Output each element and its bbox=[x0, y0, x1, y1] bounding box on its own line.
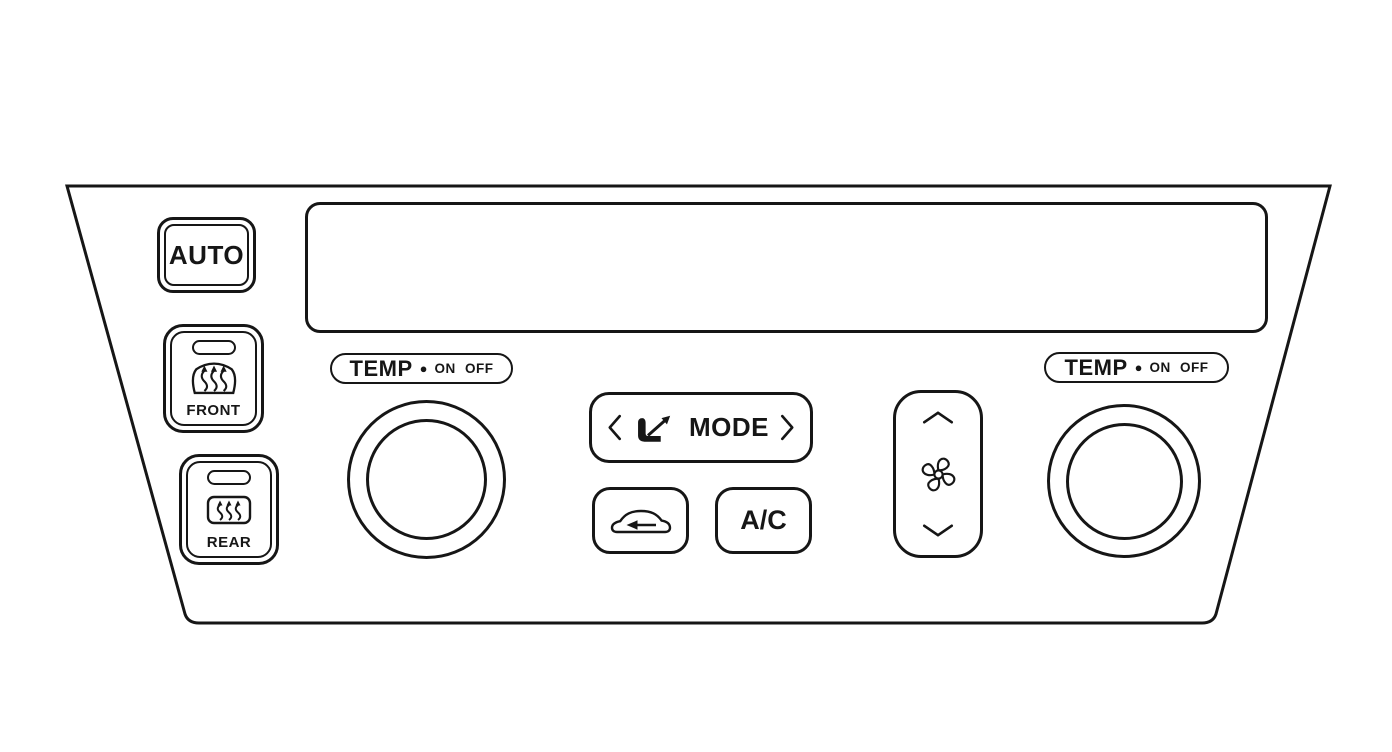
temp-knob-right[interactable] bbox=[1047, 404, 1201, 558]
mode-button[interactable]: MODE bbox=[589, 392, 813, 463]
front-button-label: FRONT bbox=[186, 402, 241, 419]
temp-label-right: TEMP ● ON OFF bbox=[1044, 352, 1229, 383]
rear-defrost-icon bbox=[206, 495, 252, 524]
front-defrost-icon bbox=[191, 362, 236, 395]
chevron-down-icon bbox=[922, 524, 954, 537]
fan-icon bbox=[921, 457, 955, 491]
temp-left-onoff-text: ON OFF bbox=[434, 361, 494, 376]
front-indicator-light bbox=[191, 340, 236, 355]
temp-knob-left-inner-ring bbox=[366, 419, 487, 540]
mode-button-label: MODE bbox=[689, 412, 769, 442]
recirculation-button[interactable] bbox=[592, 487, 689, 554]
chevron-up-icon bbox=[922, 411, 954, 424]
recirculation-car-icon bbox=[610, 509, 671, 534]
front-defrost-button[interactable]: FRONT bbox=[163, 324, 264, 433]
auto-button-face: AUTO bbox=[164, 224, 249, 286]
chevron-left-icon bbox=[608, 414, 622, 441]
temp-left-indicator-dot: ● bbox=[419, 361, 428, 376]
rear-defrost-button-face: REAR bbox=[186, 461, 272, 558]
fan-speed-control[interactable] bbox=[893, 390, 983, 558]
rear-button-label: REAR bbox=[206, 534, 252, 551]
rear-defrost-button[interactable]: REAR bbox=[179, 454, 279, 565]
temp-knob-left[interactable] bbox=[347, 400, 506, 559]
rear-indicator-light bbox=[207, 470, 251, 485]
temp-right-text: TEMP bbox=[1064, 354, 1128, 380]
fan-up-button[interactable] bbox=[896, 409, 980, 426]
temp-left-text: TEMP bbox=[349, 355, 413, 381]
auto-button-label: AUTO bbox=[168, 239, 245, 270]
ac-button-label: A/C bbox=[740, 505, 787, 535]
ac-button[interactable]: A/C bbox=[715, 487, 812, 554]
temp-right-indicator-dot: ● bbox=[1134, 360, 1143, 375]
fan-down-button[interactable] bbox=[896, 522, 980, 539]
chevron-right-icon bbox=[780, 414, 794, 441]
temp-knob-right-inner-ring bbox=[1065, 422, 1183, 540]
front-defrost-button-face: FRONT bbox=[170, 331, 257, 426]
seat-airflow-icon bbox=[638, 415, 671, 442]
auto-button[interactable]: AUTO bbox=[157, 217, 256, 293]
temp-right-onoff-text: ON OFF bbox=[1149, 360, 1209, 375]
display-screen bbox=[305, 202, 1268, 333]
temp-label-left: TEMP ● ON OFF bbox=[330, 353, 513, 384]
